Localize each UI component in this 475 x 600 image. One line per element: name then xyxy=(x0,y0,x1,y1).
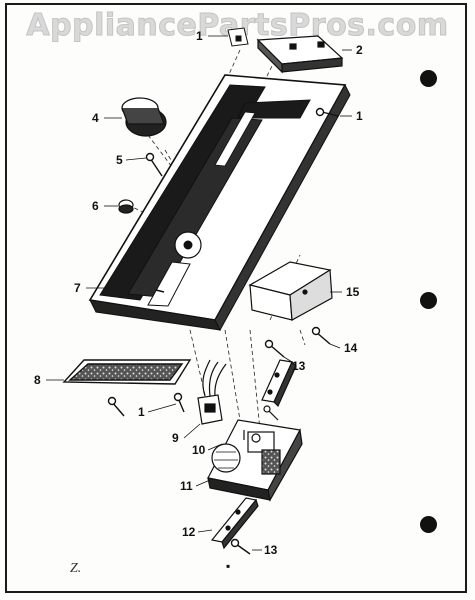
callout-12: 12 xyxy=(182,525,196,539)
callout-5: 5 xyxy=(116,153,123,167)
screw-14 xyxy=(311,326,331,345)
hand-note: Z. xyxy=(70,561,81,576)
leader-lines xyxy=(46,35,352,551)
punch-hole-top xyxy=(420,70,437,87)
end-bracket xyxy=(256,35,344,74)
connector-9 xyxy=(197,359,227,425)
callout-9: 9 xyxy=(172,431,179,445)
knob xyxy=(121,97,167,137)
callout-14: 14 xyxy=(344,341,358,355)
screw-13-bottom xyxy=(230,538,251,555)
screw-13-mid xyxy=(264,339,285,358)
callout-13-bottom: 13 xyxy=(264,543,278,557)
mounting-bracket xyxy=(261,359,297,408)
diagram-frame xyxy=(5,3,467,593)
screw-13-bracket xyxy=(263,405,279,421)
callout-1-left: 1 xyxy=(138,405,145,419)
callout-2: 2 xyxy=(356,43,363,57)
callout-13-mid: 13 xyxy=(292,359,306,373)
small-clip xyxy=(227,27,249,47)
callout-11: 11 xyxy=(180,479,193,493)
punch-hole-middle xyxy=(420,292,437,309)
screw-1-top xyxy=(315,107,339,117)
callout-7: 7 xyxy=(74,281,81,295)
callout-labels: 1 2 1 4 5 6 7 15 14 13 8 1 9 10 11 12 13… xyxy=(34,29,363,576)
callout-6: 6 xyxy=(92,199,99,213)
cover-block xyxy=(248,261,333,321)
punch-hole-bottom xyxy=(420,516,437,533)
callout-3: 1 xyxy=(196,29,203,43)
screw-1-mid xyxy=(173,392,185,413)
timer-assembly xyxy=(207,419,303,502)
callout-1-top: 1 xyxy=(356,109,363,123)
lens-8 xyxy=(62,359,192,385)
callout-10: 10 xyxy=(192,443,206,457)
screw-1-left xyxy=(107,396,125,417)
page-mark: ▪ xyxy=(226,559,230,573)
callout-15: 15 xyxy=(346,285,360,299)
control-panel: Caloric xyxy=(88,74,351,332)
callout-8: 8 xyxy=(34,373,41,387)
screw-5 xyxy=(145,152,163,177)
button-6 xyxy=(118,199,134,214)
callout-4: 4 xyxy=(92,111,99,125)
lower-bracket xyxy=(210,497,259,550)
